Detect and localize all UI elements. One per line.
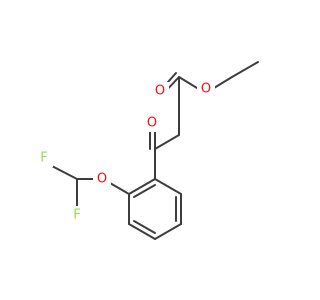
- atom-ether-oxygen: O: [93, 170, 111, 188]
- atom-label: O: [201, 82, 211, 97]
- atom-fluorine-upper: F: [35, 149, 53, 167]
- atom-fluorine-lower: F: [68, 206, 86, 224]
- bond-ethyl-ch3-ch2: [231, 61, 259, 78]
- bond-ester-o-carbon: [178, 76, 198, 89]
- bond-ring-3: [154, 223, 182, 240]
- atom-label: O: [97, 172, 107, 187]
- bond-ring-4: [128, 223, 156, 240]
- molecule-canvas: O O O O F F: [35, 61, 259, 240]
- bond-ring-1: [154, 178, 182, 195]
- bond-ring-6-inner: [133, 184, 156, 198]
- bond-ethyl-ch2-o: [213, 76, 233, 89]
- atom-ester-oxygen: O: [197, 80, 215, 98]
- bond-ch2-ketone: [154, 134, 180, 150]
- bond-ring-6: [128, 178, 156, 195]
- atom-label: O: [155, 84, 165, 99]
- atom-ester-carbonyl-oxygen: O: [151, 82, 169, 100]
- atom-label: O: [147, 116, 157, 131]
- atom-label: F: [40, 151, 47, 166]
- atom-ketone-oxygen: O: [143, 114, 161, 132]
- structure-diagram: O O O O F F: [35, 61, 259, 240]
- bond-ring-4-inner: [133, 220, 156, 234]
- atom-label: F: [73, 208, 80, 223]
